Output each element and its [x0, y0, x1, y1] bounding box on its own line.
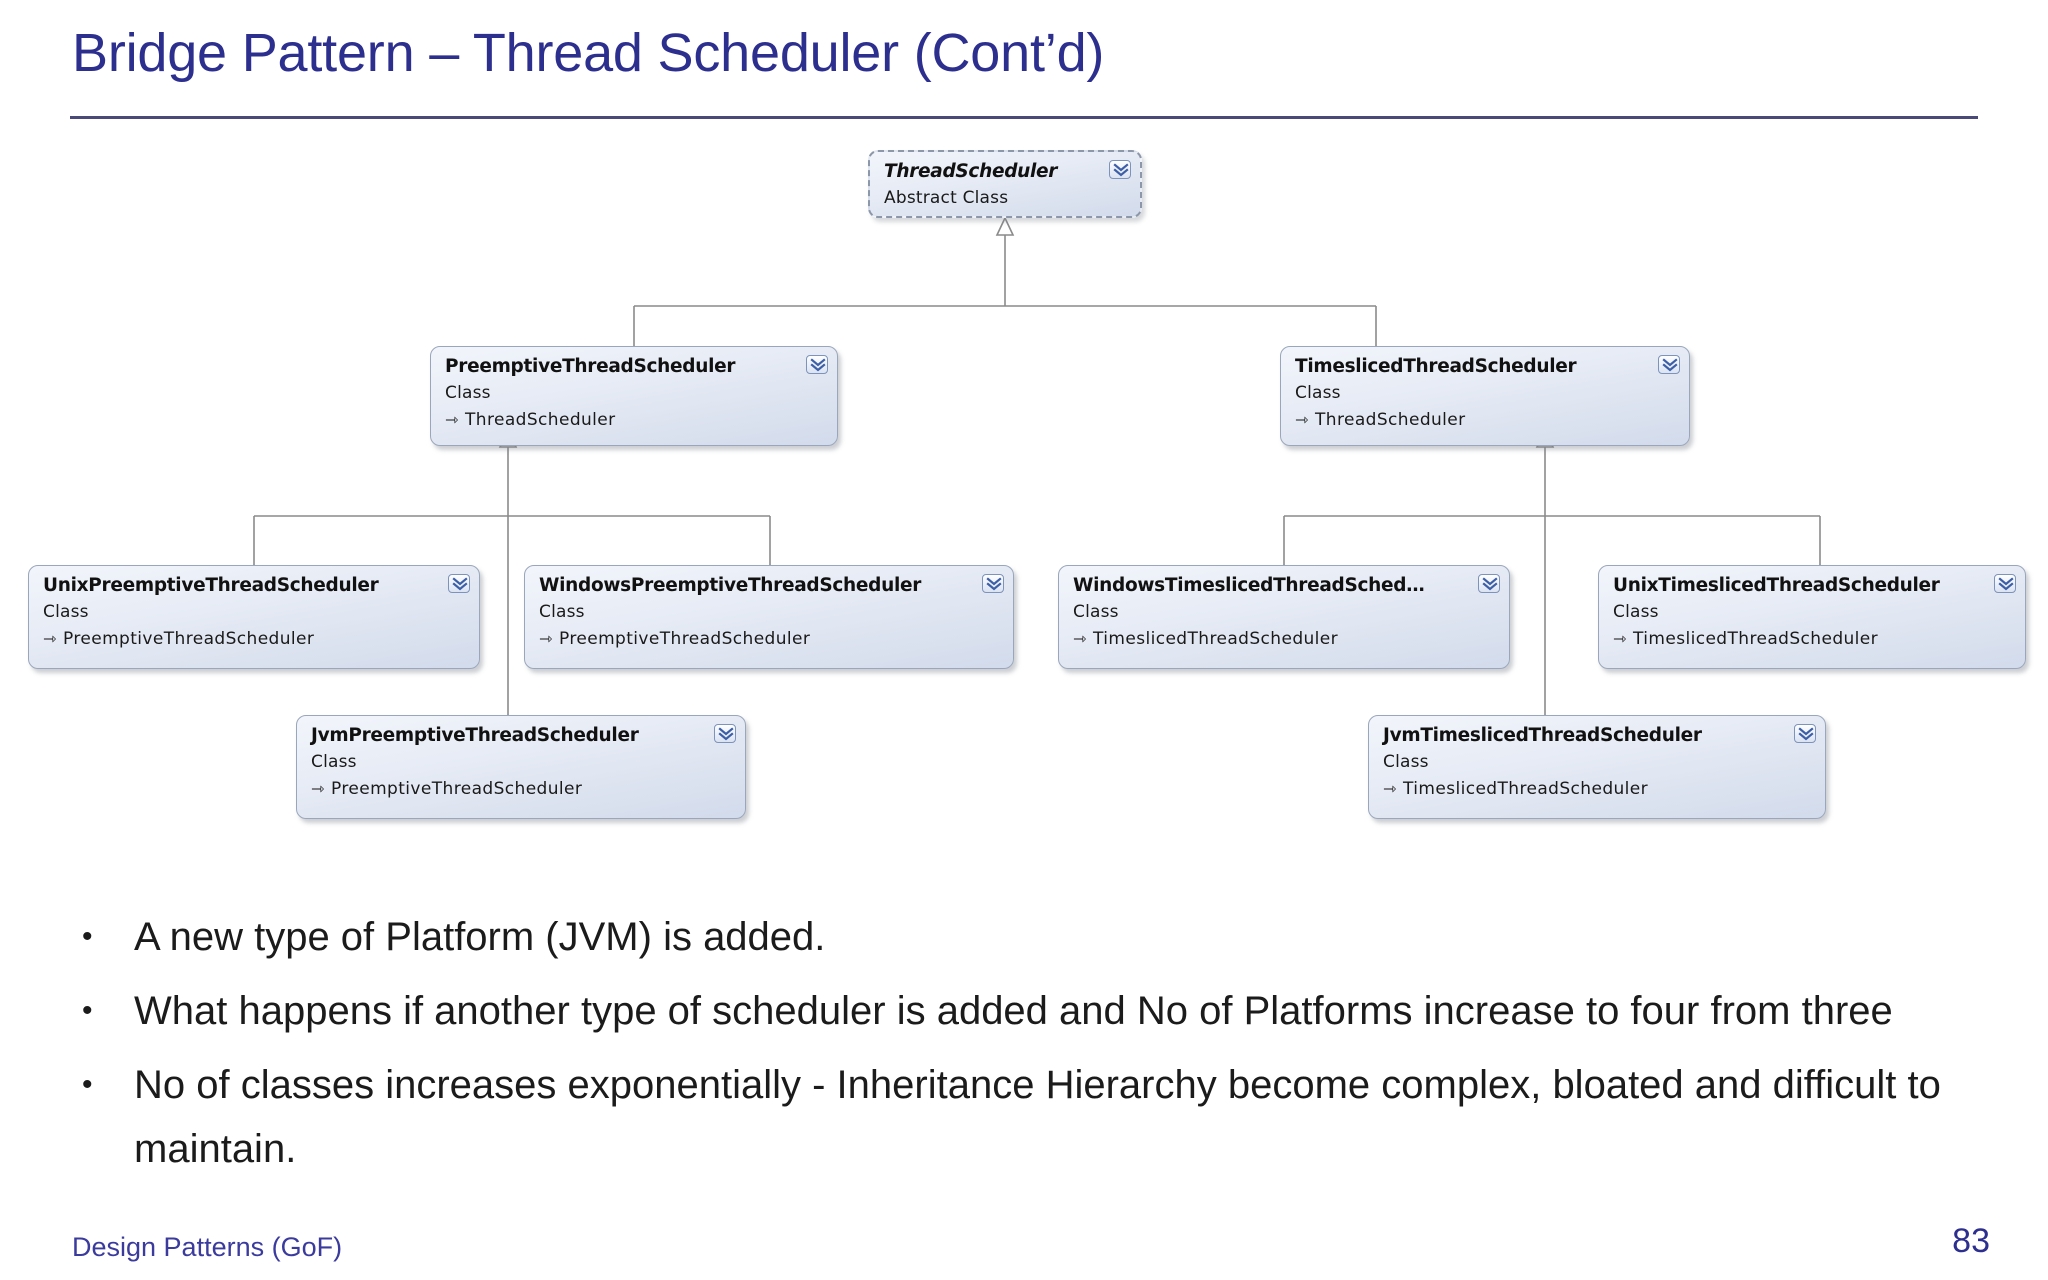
page-number: 83	[1952, 1222, 1990, 1260]
chevron-double-down-icon[interactable]	[1658, 355, 1680, 374]
uml-class-base: ⇾ PreemptiveThreadScheduler	[311, 778, 733, 801]
chevron-double-down-icon[interactable]	[1478, 574, 1500, 593]
chevron-double-down-icon[interactable]	[806, 355, 828, 374]
title-divider	[70, 116, 1978, 119]
uml-class-base: ⇾ TimeslicedThreadScheduler	[1613, 628, 2013, 651]
inheritance-arrow-icon: ⇾	[311, 778, 325, 798]
inheritance-arrow-icon: ⇾	[1295, 409, 1309, 429]
uml-class-kind: Class	[1295, 382, 1341, 403]
uml-class-name: UnixTimeslicedThreadScheduler	[1613, 575, 1940, 596]
uml-class-base: ⇾ PreemptiveThreadScheduler	[43, 628, 467, 651]
uml-base-name: TimeslicedThreadScheduler	[1633, 628, 1879, 649]
uml-class-kind: Abstract Class	[884, 187, 1009, 208]
inheritance-arrow-icon: ⇾	[43, 628, 57, 648]
uml-class-base: ⇾ ThreadScheduler	[445, 409, 825, 432]
bullet-marker: •	[82, 1068, 93, 1101]
uml-class-base: ⇾ PreemptiveThreadScheduler	[539, 628, 1001, 651]
uml-base-name: TimeslicedThreadScheduler	[1403, 778, 1649, 799]
uml-class-name: WindowsTimeslicedThreadSched…	[1073, 575, 1425, 596]
chevron-double-down-icon[interactable]	[1794, 724, 1816, 743]
bullet-marker: •	[82, 920, 93, 953]
bullet-text: What happens if another type of schedule…	[134, 989, 1893, 1033]
uml-base-name: PreemptiveThreadScheduler	[331, 778, 583, 799]
bullet-marker: •	[82, 994, 93, 1027]
uml-class-base: ⇾ TimeslicedThreadScheduler	[1073, 628, 1497, 651]
chevron-double-down-icon[interactable]	[1109, 160, 1131, 179]
uml-base-name: TimeslicedThreadScheduler	[1093, 628, 1339, 649]
uml-base-name: PreemptiveThreadScheduler	[63, 628, 315, 649]
uml-class-kind: Class	[311, 751, 357, 772]
footer-label: Design Patterns (GoF)	[72, 1232, 343, 1262]
uml-class-kind: Class	[539, 601, 585, 622]
uml-class-kind: Class	[1073, 601, 1119, 622]
inheritance-arrow-icon: ⇾	[539, 628, 553, 648]
chevron-double-down-icon[interactable]	[714, 724, 736, 743]
uml-class-kind: Class	[445, 382, 491, 403]
page-title: Bridge Pattern – Thread Scheduler (Cont’…	[72, 23, 1105, 83]
uml-class-name: TimeslicedThreadScheduler	[1295, 356, 1577, 377]
inheritance-arrow-icon: ⇾	[1383, 778, 1397, 798]
chevron-double-down-icon[interactable]	[448, 574, 470, 593]
chevron-double-down-icon[interactable]	[1994, 574, 2016, 593]
bullet-item: • A new type of Platform (JVM) is added.	[72, 905, 2002, 969]
inheritance-arrow-icon: ⇾	[445, 409, 459, 429]
uml-class-base: ⇾ TimeslicedThreadScheduler	[1383, 778, 1813, 801]
uml-class-name: JvmTimeslicedThreadScheduler	[1383, 725, 1702, 746]
bullet-item: • No of classes increases exponentially -…	[72, 1053, 2002, 1181]
inheritance-arrow-icon: ⇾	[1613, 628, 1627, 648]
uml-base-name: ThreadScheduler	[465, 409, 616, 430]
bullet-list: •A new type of Platform (JVM) is added.•…	[72, 905, 2002, 1191]
inheritance-arrow-icon: ⇾	[1073, 628, 1087, 648]
bullet-item: • What happens if another type of schedul…	[72, 979, 2002, 1043]
inheritance-connectors	[253, 216, 1821, 715]
uml-class-name: WindowsPreemptiveThreadScheduler	[539, 575, 922, 596]
uml-class-name: UnixPreemptiveThreadScheduler	[43, 575, 379, 596]
bullet-text: A new type of Platform (JVM) is added.	[134, 915, 826, 959]
uml-class-name: ThreadScheduler	[884, 161, 1058, 182]
uml-base-name: PreemptiveThreadScheduler	[559, 628, 811, 649]
uml-class-base: ⇾ ThreadScheduler	[1295, 409, 1677, 432]
uml-class-name: PreemptiveThreadScheduler	[445, 356, 736, 377]
uml-class-name: JvmPreemptiveThreadScheduler	[311, 725, 639, 746]
bullet-text: No of classes increases exponentially - …	[134, 1063, 1941, 1171]
uml-base-name: ThreadScheduler	[1315, 409, 1466, 430]
generalization-arrowhead	[995, 216, 1015, 236]
uml-class-kind: Class	[1613, 601, 1659, 622]
uml-class-kind: Class	[43, 601, 89, 622]
uml-class-kind: Class	[1383, 751, 1429, 772]
uml-class-windows-timesliced[interactable]: WindowsTimeslicedThreadSched… Class ⇾ Times…	[1058, 565, 1510, 669]
chevron-double-down-icon[interactable]	[982, 574, 1004, 593]
